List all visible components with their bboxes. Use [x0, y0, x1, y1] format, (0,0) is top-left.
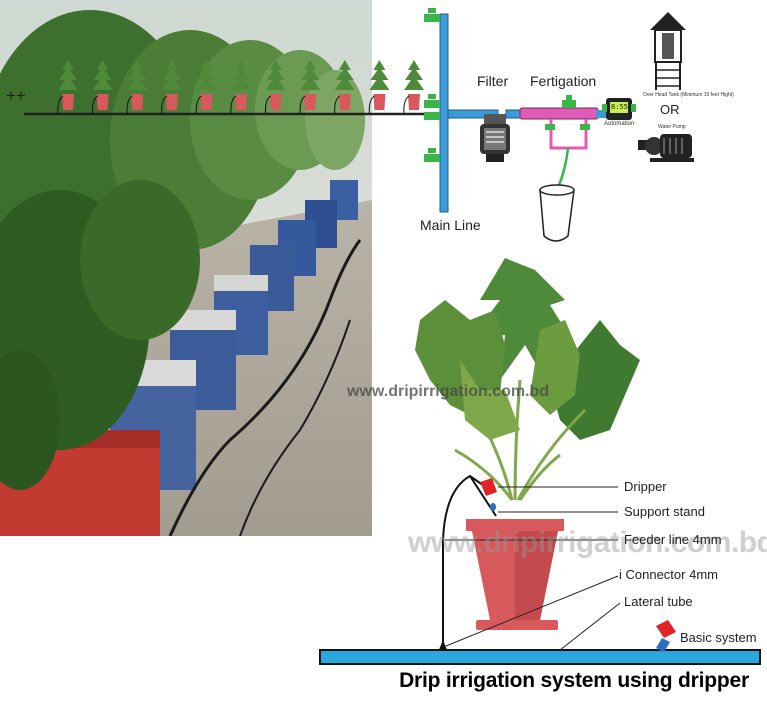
top-irrigation-diagram	[24, 8, 694, 242]
feeder-line-label: Feeder line 4mm	[624, 532, 722, 547]
or-label: OR	[660, 102, 680, 117]
automation-label: Automation	[604, 121, 635, 127]
fertigation-label: Fertigation	[530, 73, 597, 89]
potted-plant-icon	[264, 60, 286, 115]
potted-plant-icon	[91, 60, 113, 115]
automation-timer-icon	[602, 98, 636, 120]
potted-plant-icon	[57, 60, 78, 115]
valve-icon	[424, 94, 440, 108]
left-continuation-mark: ++	[6, 86, 26, 105]
callout-line-connector	[445, 575, 619, 647]
lateral-tube-label: Lateral tube	[624, 594, 693, 609]
main-line-pipe	[439, 13, 449, 213]
valve-icon	[424, 112, 440, 120]
potted-plant-icon	[334, 60, 355, 115]
fertigation-unit-icon	[519, 95, 606, 189]
potted-plant-icon	[403, 60, 424, 115]
filter-label: Filter	[477, 73, 509, 89]
potted-plant-icon	[126, 60, 148, 115]
plant-foliage	[415, 258, 640, 501]
potted-plant-icon	[299, 60, 321, 115]
diagram-title: Drip irrigation system using dripper	[386, 668, 762, 694]
watermark-large: www.dripirrigation.com.bd	[408, 526, 767, 559]
filter-icon	[480, 114, 510, 162]
water-pump-icon	[638, 134, 694, 162]
dripper-label: Dripper	[624, 479, 667, 494]
water-pump-label: Water Pump	[658, 124, 686, 130]
basic-system-label: Basic system	[680, 630, 757, 645]
valve-icon	[424, 8, 440, 22]
plant-dripper-diagram	[319, 258, 761, 665]
support-stand-label: Support stand	[624, 504, 705, 519]
watermark-small: www.dripirrigation.com.bd	[347, 383, 550, 400]
main-line-label: Main Line	[420, 217, 481, 233]
potted-plant-icon	[195, 60, 217, 115]
potted-plant-icon	[161, 60, 182, 115]
valve-icon	[424, 148, 440, 162]
field-photo	[0, 0, 372, 536]
overhead-tank-label: Over Head Tank (Minimum 15 feet Hight)	[643, 92, 734, 98]
i-connector-label: i Connector 4mm	[619, 567, 718, 582]
basic-system-dripper-icon	[656, 620, 676, 652]
dripper-icon	[480, 478, 497, 511]
feeder-line	[442, 474, 491, 650]
automation-display: 8:55	[611, 103, 628, 111]
overhead-tank-icon	[650, 12, 686, 90]
callout-line-lateral	[559, 602, 621, 651]
potted-plant-icon	[230, 60, 251, 115]
potted-plant-icon	[368, 60, 390, 115]
supply-pipe	[505, 109, 521, 119]
plant-row	[57, 60, 424, 115]
plant-pot	[466, 519, 564, 630]
lateral-tube	[319, 649, 761, 665]
fertilizer-bucket-icon	[539, 184, 575, 242]
